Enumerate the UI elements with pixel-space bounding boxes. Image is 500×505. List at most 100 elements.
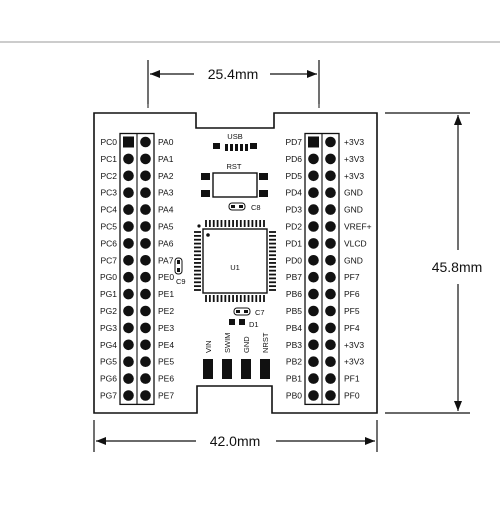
left-outer-pin-label: PG4 (100, 340, 117, 350)
mcu-lead (232, 295, 234, 302)
mcu-lead (255, 295, 258, 302)
left-header-pin (140, 204, 151, 215)
right-outer-pin-label: PF0 (344, 391, 360, 401)
right-header-pin (325, 254, 336, 266)
left-inner-pin-label: PE5 (158, 357, 174, 367)
left-header-pin (123, 254, 134, 266)
mcu-lead (194, 289, 201, 291)
left-header-pin (140, 221, 151, 232)
mcu-lead (205, 220, 207, 227)
left-inner-pin-label: PE1 (158, 289, 174, 299)
mcu-lead (269, 285, 276, 288)
left-inner-pin-label: PA6 (158, 238, 174, 248)
left-outer-pin-label: PC1 (100, 154, 117, 164)
mcu-lead (228, 220, 231, 227)
mcu-lead (212, 220, 215, 227)
left-inner-pin-label: PA5 (158, 222, 174, 232)
right-inner-pin-label: PD7 (285, 137, 302, 147)
left-outer-pin-label: PG1 (100, 289, 117, 299)
left-inner-pin-label: PA7 (158, 255, 174, 265)
mcu-lead (194, 238, 201, 241)
mcu-lead (269, 234, 276, 237)
left-header-pin (123, 339, 134, 351)
u1-label: U1 (230, 263, 240, 272)
mcu-lead (216, 220, 219, 227)
mcu-lead (205, 295, 207, 302)
mcu-lead (194, 262, 201, 264)
left-inner-pin-label: PE0 (158, 272, 174, 282)
right-outer-pin-label: PF6 (344, 289, 360, 299)
mcu-lead (255, 220, 258, 227)
bottom-dimension-label: 42.0mm (210, 433, 261, 449)
mcu-lead (269, 281, 276, 284)
mcu-lead (194, 265, 201, 268)
board-outline (93, 112, 378, 414)
left-outer-pin-label: PC7 (100, 255, 117, 265)
mcu-lead (220, 220, 223, 227)
left-header-pin (140, 339, 151, 351)
mcu-lead (216, 295, 219, 302)
right-header-pin (308, 238, 319, 249)
right-inner-pin-label: PB4 (286, 323, 302, 333)
right-outer-pin-label: GND (344, 255, 363, 265)
mcu-lead (194, 258, 201, 260)
right-header-pin (325, 356, 336, 368)
left-outer-pin-label: PG2 (100, 306, 117, 316)
right-inner-pin-label: PD0 (285, 255, 302, 265)
right-header-pin (325, 339, 336, 351)
left-header-pin (123, 271, 134, 283)
right-outer-pin-label: +3V3 (344, 154, 364, 164)
swim-pad (241, 359, 251, 379)
right-header-pin (308, 390, 319, 401)
mcu-lead (239, 220, 242, 227)
left-outer-pin-label: PC3 (100, 188, 117, 198)
mcu-lead (269, 258, 276, 260)
right-outer-pin-label: +3V3 (344, 171, 364, 181)
right-header-pin (325, 238, 336, 249)
swim-pin-label: NRST (261, 332, 270, 353)
mcu-lead (194, 281, 201, 284)
mcu-lead (194, 246, 201, 249)
right-inner-pin-label: PD5 (285, 171, 302, 181)
left-inner-pin-label: PE4 (158, 340, 174, 350)
bottom-dimension: 42.0mm (93, 420, 378, 452)
left-header-pin (140, 322, 151, 334)
mcu-lead (243, 220, 246, 227)
mcu-lead (269, 269, 276, 272)
right-inner-labels: PD7PD6PD5PD4PD3PD2PD1PD0PB7PB6PB5PB4PB3P… (285, 137, 302, 401)
left-header-pin (140, 305, 151, 317)
right-header-pin (325, 153, 336, 165)
left-outer-pin-label: PC6 (100, 238, 117, 248)
swim-pad (203, 359, 213, 379)
capacitor-c8: C8 (228, 202, 261, 212)
left-header-pin (140, 373, 151, 384)
mcu-lead (236, 295, 238, 302)
left-inner-pin-label: PE7 (158, 391, 174, 401)
mcu-lead (269, 238, 276, 241)
right-header-pin (308, 322, 319, 334)
right-outer-pin-label: GND (344, 188, 363, 198)
mcu-lead (239, 295, 242, 302)
right-outer-pin-label: +3V3 (344, 137, 364, 147)
right-header-pin (308, 221, 319, 232)
left-inner-pin-label: PA0 (158, 137, 174, 147)
right-header-pin (325, 390, 336, 401)
mcu-lead (194, 277, 201, 280)
right-outer-pin-label: +3V3 (344, 340, 364, 350)
right-pin-header (304, 132, 340, 406)
left-header-pin (140, 153, 151, 165)
mcu-lead (259, 220, 262, 227)
left-outer-pin-label: PG5 (100, 357, 117, 367)
mcu-lead (228, 295, 231, 302)
left-outer-pin-label: PC0 (100, 137, 117, 147)
usb-connector: USB (213, 132, 257, 151)
mcu-lead (269, 250, 276, 253)
swim-pin-label: VIN (204, 340, 213, 353)
mcu-lead (194, 250, 201, 253)
left-inner-pin-label: PA1 (158, 154, 174, 164)
left-header-pin-square (123, 136, 134, 148)
left-header-pin (140, 254, 151, 266)
right-header-pin (325, 322, 336, 334)
mcu-lead (269, 265, 276, 268)
